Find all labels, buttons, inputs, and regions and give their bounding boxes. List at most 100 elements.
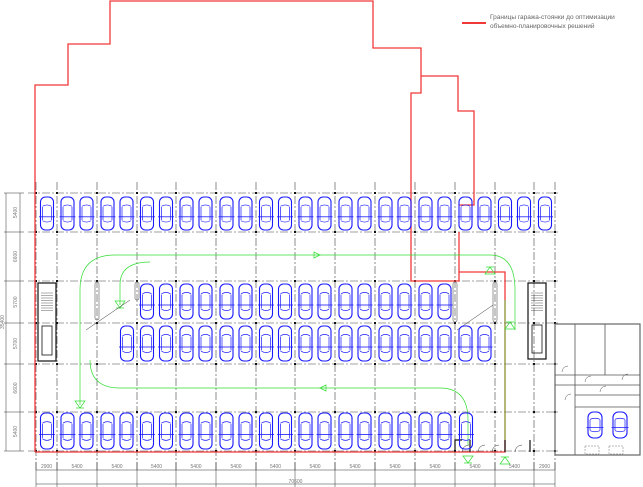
car-body — [338, 325, 353, 362]
direction-arrow-icon — [114, 300, 126, 309]
column — [35, 450, 37, 452]
car-body — [139, 196, 155, 231]
car-icon — [316, 412, 333, 450]
car-body — [179, 196, 194, 231]
column — [56, 192, 58, 194]
car-icon — [158, 196, 174, 231]
car-icon — [277, 325, 293, 362]
car-icon — [337, 325, 354, 362]
car-detail — [81, 421, 92, 441]
driving-lane — [89, 359, 469, 445]
car-detail — [181, 421, 192, 441]
car-icon — [158, 283, 174, 320]
column — [35, 363, 37, 365]
car-detail — [261, 204, 271, 223]
column — [294, 411, 296, 413]
car-icon — [139, 196, 155, 231]
car-detail — [122, 334, 132, 353]
car-detail — [240, 421, 251, 441]
column — [454, 231, 456, 233]
column — [414, 192, 416, 194]
column — [414, 363, 416, 365]
dimension-label: 5400 — [389, 464, 400, 470]
column — [56, 231, 58, 233]
car-body — [317, 196, 332, 231]
car-body — [418, 325, 433, 362]
car-detail — [589, 417, 601, 433]
car-icon — [316, 283, 333, 320]
car-icon — [99, 196, 116, 231]
door-swing — [514, 444, 523, 453]
car-icon — [396, 196, 413, 231]
car-detail — [300, 334, 311, 353]
car-icon — [377, 412, 394, 450]
car-body — [378, 283, 393, 320]
car-detail — [240, 334, 251, 353]
door-swing — [564, 393, 572, 401]
car-body — [198, 325, 213, 362]
column — [96, 363, 98, 365]
dimension-label: 5400 — [151, 464, 162, 470]
column — [414, 231, 416, 233]
direction-arrow-icon — [484, 266, 496, 275]
dimension-label: 5400 — [469, 464, 480, 470]
car-icon — [377, 196, 394, 231]
car-body — [357, 283, 372, 320]
car-detail — [102, 421, 113, 441]
boundary-before-optimization — [35, 76, 506, 453]
car-detail — [280, 204, 290, 223]
car-detail — [319, 292, 330, 311]
car-icon — [59, 412, 76, 450]
column — [533, 363, 535, 365]
car-detail — [42, 421, 52, 441]
car-detail — [240, 292, 251, 311]
car-detail — [142, 292, 152, 311]
column — [334, 231, 336, 233]
car-body — [277, 412, 293, 450]
column — [136, 231, 138, 233]
car-icon — [258, 412, 274, 450]
column — [175, 450, 177, 452]
car-body — [79, 412, 94, 450]
car-detail — [380, 204, 391, 223]
car-icon — [218, 412, 235, 450]
car-detail — [461, 421, 471, 441]
door-swing — [599, 385, 607, 393]
car-detail — [300, 204, 311, 223]
car-body — [119, 325, 135, 362]
car-detail — [380, 421, 391, 441]
car-detail — [359, 334, 370, 353]
car-icon — [197, 325, 214, 362]
car-body — [238, 196, 253, 231]
column — [255, 192, 257, 194]
column — [35, 192, 37, 194]
column — [96, 280, 98, 282]
car-body — [179, 325, 194, 362]
car-icon — [436, 412, 453, 450]
car-body — [437, 325, 452, 362]
car-icon — [178, 196, 195, 231]
column — [294, 192, 296, 194]
car-detail — [319, 421, 330, 441]
car-detail — [399, 334, 410, 353]
car-icon — [119, 325, 135, 362]
car-icon — [457, 325, 474, 362]
column — [374, 280, 376, 282]
dimension-label: 5400 — [111, 464, 122, 470]
car-detail — [519, 204, 529, 223]
driving-lane — [79, 254, 516, 405]
car-body — [397, 283, 412, 320]
column — [215, 280, 217, 282]
stairwell — [37, 282, 57, 362]
car-icon — [139, 283, 155, 320]
dimension-label: 5700 — [13, 338, 19, 349]
car-detail — [121, 421, 132, 441]
car-detail — [62, 421, 73, 441]
car-detail — [280, 334, 290, 353]
car-icon — [516, 196, 532, 231]
column — [35, 322, 37, 324]
car-body — [357, 325, 372, 362]
car-body — [119, 412, 134, 450]
car-detail — [420, 292, 431, 311]
car-detail — [161, 292, 171, 311]
